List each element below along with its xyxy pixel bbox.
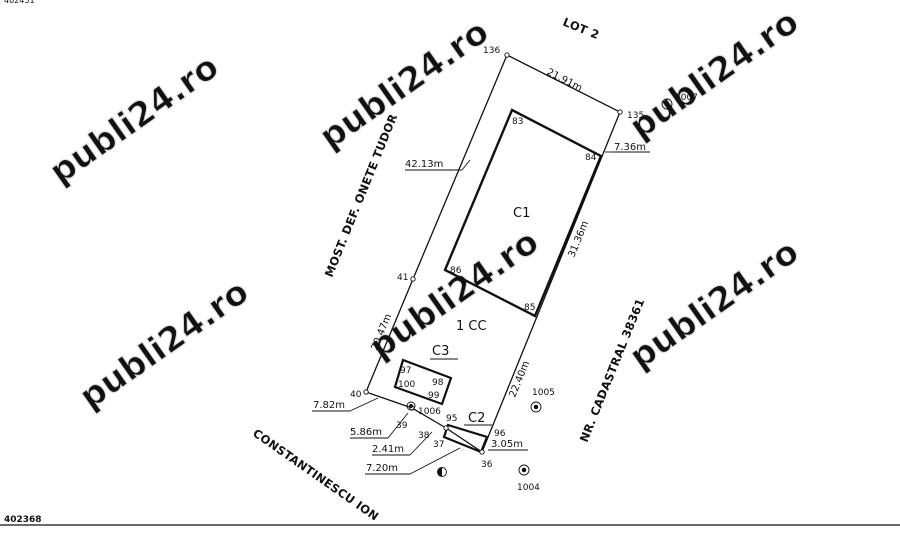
parcel-label: 1 CC xyxy=(456,319,487,334)
dim-7-36: 7.36m xyxy=(614,142,646,153)
dimension-leaders xyxy=(312,151,650,475)
neighbor-right: NR. CADASTRAL 38361 xyxy=(577,296,648,444)
point-95: 95 xyxy=(446,414,457,424)
point-136: 136 xyxy=(483,46,500,56)
point-1005: 1005 xyxy=(532,388,555,398)
neighbor-top: LOT 2 xyxy=(561,15,602,42)
point-37: 37 xyxy=(433,440,444,450)
point-1006: 1006 xyxy=(418,407,441,417)
dim-7-82: 7.82m xyxy=(313,400,345,411)
watermark-6: publi24.ro xyxy=(622,232,806,378)
watermark-2: publi24.ro xyxy=(312,12,496,158)
point-97: 97 xyxy=(400,366,411,376)
point-39: 39 xyxy=(396,421,408,431)
point-38: 38 xyxy=(418,431,430,441)
half-circle-mark xyxy=(437,467,442,477)
point-99: 99 xyxy=(428,391,440,401)
point-135: 135 xyxy=(627,111,644,121)
building-c3-label: C3 xyxy=(432,344,449,359)
dim-7-20: 7.20m xyxy=(366,463,398,474)
building-c3 xyxy=(393,358,453,406)
point-84: 84 xyxy=(585,153,597,163)
point-36: 36 xyxy=(481,460,493,470)
dim-top: 21.91m xyxy=(545,67,584,94)
dim-3-05: 3.05m xyxy=(491,439,523,450)
point-40: 40 xyxy=(350,390,362,400)
point-100: 100 xyxy=(398,380,415,390)
point-41: 41 xyxy=(397,273,408,283)
point-1004: 1004 xyxy=(517,483,540,493)
dim-42-13: 42.13m xyxy=(405,159,443,170)
watermark-1: publi24.ro xyxy=(42,47,226,193)
watermark-3: publi24.ro xyxy=(622,2,806,148)
building-c1 xyxy=(443,108,603,318)
point-86: 86 xyxy=(450,266,462,276)
point-98: 98 xyxy=(432,378,444,388)
survey-marks xyxy=(406,98,673,477)
point-labels: 136 135 1007 83 84 86 85 41 40 39 38 37 … xyxy=(350,46,698,493)
dim-5-86: 5.86m xyxy=(350,427,382,438)
building-c2-label: C2 xyxy=(468,411,485,426)
building-c2 xyxy=(442,423,489,454)
header-cut-id: 402451 xyxy=(4,0,35,5)
watermark-4: publi24.ro xyxy=(72,272,256,418)
dim-31-36: 31.36m xyxy=(567,219,592,259)
footer-id: 402368 xyxy=(4,515,42,525)
point-96: 96 xyxy=(494,429,506,439)
watermarks: publi24.ro publi24.ro publi24.ro publi24… xyxy=(42,1,807,418)
neighbor-bottom: CONSTANTINESCU ION xyxy=(250,426,381,524)
watermark-5: publi24.ro xyxy=(362,222,546,368)
building-c1-label: C1 xyxy=(513,206,530,221)
point-85: 85 xyxy=(524,303,535,313)
point-83: 83 xyxy=(512,117,523,127)
point-1007: 1007 xyxy=(675,93,698,103)
dim-2-41: 2.41m xyxy=(372,444,404,455)
